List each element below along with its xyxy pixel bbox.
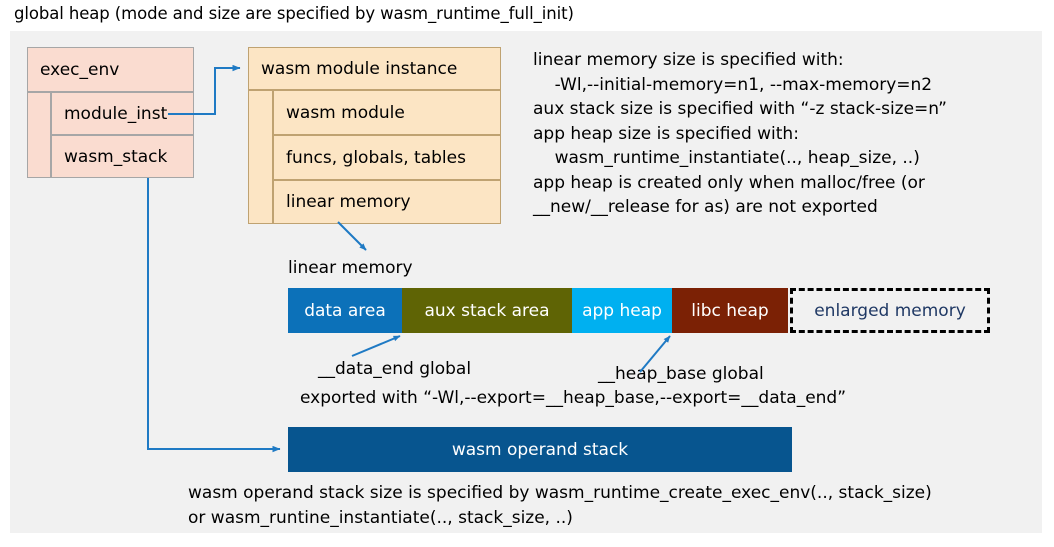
module-instance-field-linear-memory-label: linear memory xyxy=(286,192,411,212)
linear-memory-caption: linear memory xyxy=(288,258,413,278)
annotation-exported-with: exported with “-Wl,--export=__heap_base,… xyxy=(300,388,847,408)
memory-segment-enlarged-memory: enlarged memory xyxy=(790,288,990,333)
module-instance-field-funcs-globals-tables: funcs, globals, tables xyxy=(273,135,501,180)
module-instance-header: wasm module instance xyxy=(248,47,501,90)
memory-segment-aux-stack-area-label: aux stack area xyxy=(424,300,550,321)
wasm-operand-stack-bar: wasm operand stack xyxy=(288,427,792,472)
module-instance-field-linear-memory: linear memory xyxy=(273,180,501,224)
memory-segment-libc-heap: libc heap xyxy=(672,288,788,333)
exec-env-field-wasm-stack-label: wasm_stack xyxy=(64,146,168,167)
memory-segment-aux-stack-area: aux stack area xyxy=(402,288,572,333)
exec-env-gutter xyxy=(27,92,51,178)
exec-env-header-label: exec_env xyxy=(40,59,120,80)
module-instance-field-wasm-module-label: wasm module xyxy=(286,102,405,123)
module-instance-field-wasm-module: wasm module xyxy=(273,90,501,135)
exec-env-field-module-inst-label: module_inst xyxy=(64,103,168,124)
memory-segment-data-area-label: data area xyxy=(304,300,386,321)
linear-memory-notes: linear memory size is specified with: -W… xyxy=(533,50,947,217)
memory-segment-enlarged-memory-label: enlarged memory xyxy=(814,300,966,321)
wasm-operand-stack-label: wasm operand stack xyxy=(451,439,629,460)
exec-env-field-module-inst: module_inst xyxy=(51,92,194,135)
annotation-data-end: __data_end global xyxy=(318,359,472,379)
module-instance-header-label: wasm module instance xyxy=(261,58,458,79)
exec-env-field-wasm-stack: wasm_stack xyxy=(51,135,194,178)
module-instance-gutter xyxy=(248,90,273,224)
memory-segment-libc-heap-label: libc heap xyxy=(691,300,769,321)
annotation-heap-base: __heap_base global xyxy=(598,364,764,384)
exec-env-header: exec_env xyxy=(27,47,194,92)
memory-segment-app-heap-label: app heap xyxy=(582,300,662,321)
memory-segment-app-heap: app heap xyxy=(572,288,672,333)
operand-stack-notes: wasm operand stack size is specified by … xyxy=(188,483,932,528)
diagram-title: global heap (mode and size are specified… xyxy=(14,4,574,23)
memory-segment-data-area: data area xyxy=(288,288,402,333)
module-instance-field-funcs-globals-tables-label: funcs, globals, tables xyxy=(286,147,466,168)
